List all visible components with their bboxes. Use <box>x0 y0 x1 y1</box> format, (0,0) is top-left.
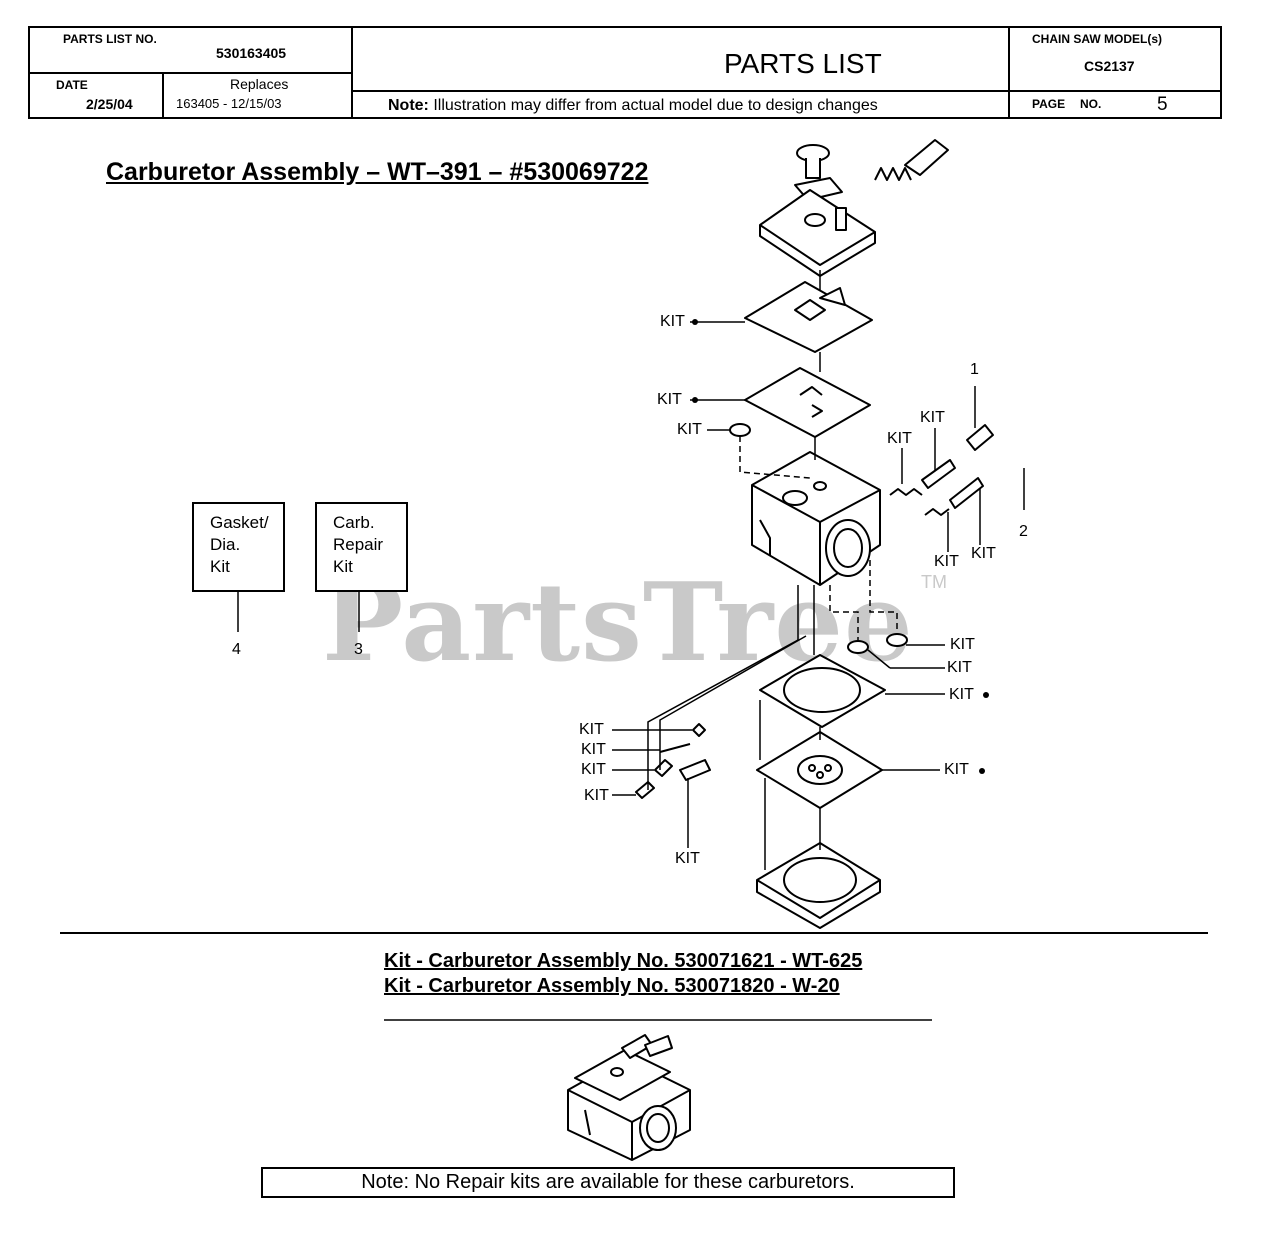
callout-2: 2 <box>1019 523 1028 540</box>
note-text: Illustration may differ from actual mode… <box>433 97 878 114</box>
kit-label: KIT <box>581 761 606 778</box>
watermark-tm: TM <box>921 572 947 592</box>
parts-list-no: 530163405 <box>216 45 287 61</box>
kit-label: KIT <box>950 636 975 653</box>
kit-box-line: Repair <box>333 535 384 554</box>
kit-assembly-line-2: Kit - Carburetor Assembly No. 530071820 … <box>384 975 840 997</box>
header-divider <box>1008 26 1010 119</box>
kit-label: KIT <box>887 430 912 447</box>
kit-label: KIT <box>581 741 606 758</box>
kit-box-line: Dia. <box>210 535 241 554</box>
replaces-label: Replaces <box>230 76 289 92</box>
callout-4: 4 <box>232 641 241 658</box>
kit-label: KIT <box>947 659 972 676</box>
kit-label: KIT <box>920 409 945 426</box>
diagram-title: Carburetor Assembly – WT–391 – #53006972… <box>106 158 649 186</box>
kit-box-line: Carb. <box>333 513 375 532</box>
kit-box-line: Kit <box>333 557 353 576</box>
callout-3: 3 <box>354 641 363 658</box>
footer-note: Note: No Repair kits are available for t… <box>261 1167 955 1198</box>
model-label: CHAIN SAW MODEL(s) <box>1032 32 1162 46</box>
kit-box-line: Gasket/ <box>210 513 269 532</box>
kit-label: KIT <box>675 850 700 867</box>
kit-label: KIT <box>584 787 609 804</box>
page-no-label: NO. <box>1080 97 1102 111</box>
kit-label: KIT <box>579 721 604 738</box>
kit-label: KIT <box>971 545 996 562</box>
kit-assembly-line-1: Kit - Carburetor Assembly No. 530071621 … <box>384 950 863 972</box>
replaces-value: 163405 - 12/15/03 <box>176 96 282 111</box>
kit-label: KIT <box>944 761 969 778</box>
footer-note-text: Note: No Repair kits are available for t… <box>361 1171 855 1193</box>
date-value: 2/25/04 <box>86 96 133 112</box>
page-number: 5 <box>1157 94 1168 115</box>
header-divider <box>1008 90 1222 92</box>
kit-label: KIT <box>660 313 685 330</box>
date-label: DATE <box>56 78 88 92</box>
header-divider <box>351 90 1222 92</box>
kit-label: KIT <box>949 686 974 703</box>
kit-label: KIT <box>657 391 682 408</box>
header-divider <box>28 72 353 74</box>
illustration-note: Note: Illustration may differ from actua… <box>388 97 878 115</box>
page-label: PAGE <box>1032 97 1066 111</box>
gasket-diaphragm-kit-box: Gasket/ Dia. Kit <box>192 502 285 592</box>
note-prefix: Note: <box>388 97 429 114</box>
page-title: PARTS LIST <box>724 48 882 79</box>
kit-label: KIT <box>677 421 702 438</box>
kit-box-line: Kit <box>210 557 230 576</box>
header-divider <box>162 73 164 119</box>
kit-label: KIT <box>934 553 959 570</box>
carb-repair-kit-box: Carb. Repair Kit <box>315 502 408 592</box>
model-value: CS2137 <box>1084 58 1135 74</box>
callout-1: 1 <box>970 361 979 378</box>
parts-list-no-label: PARTS LIST NO. <box>63 32 157 46</box>
